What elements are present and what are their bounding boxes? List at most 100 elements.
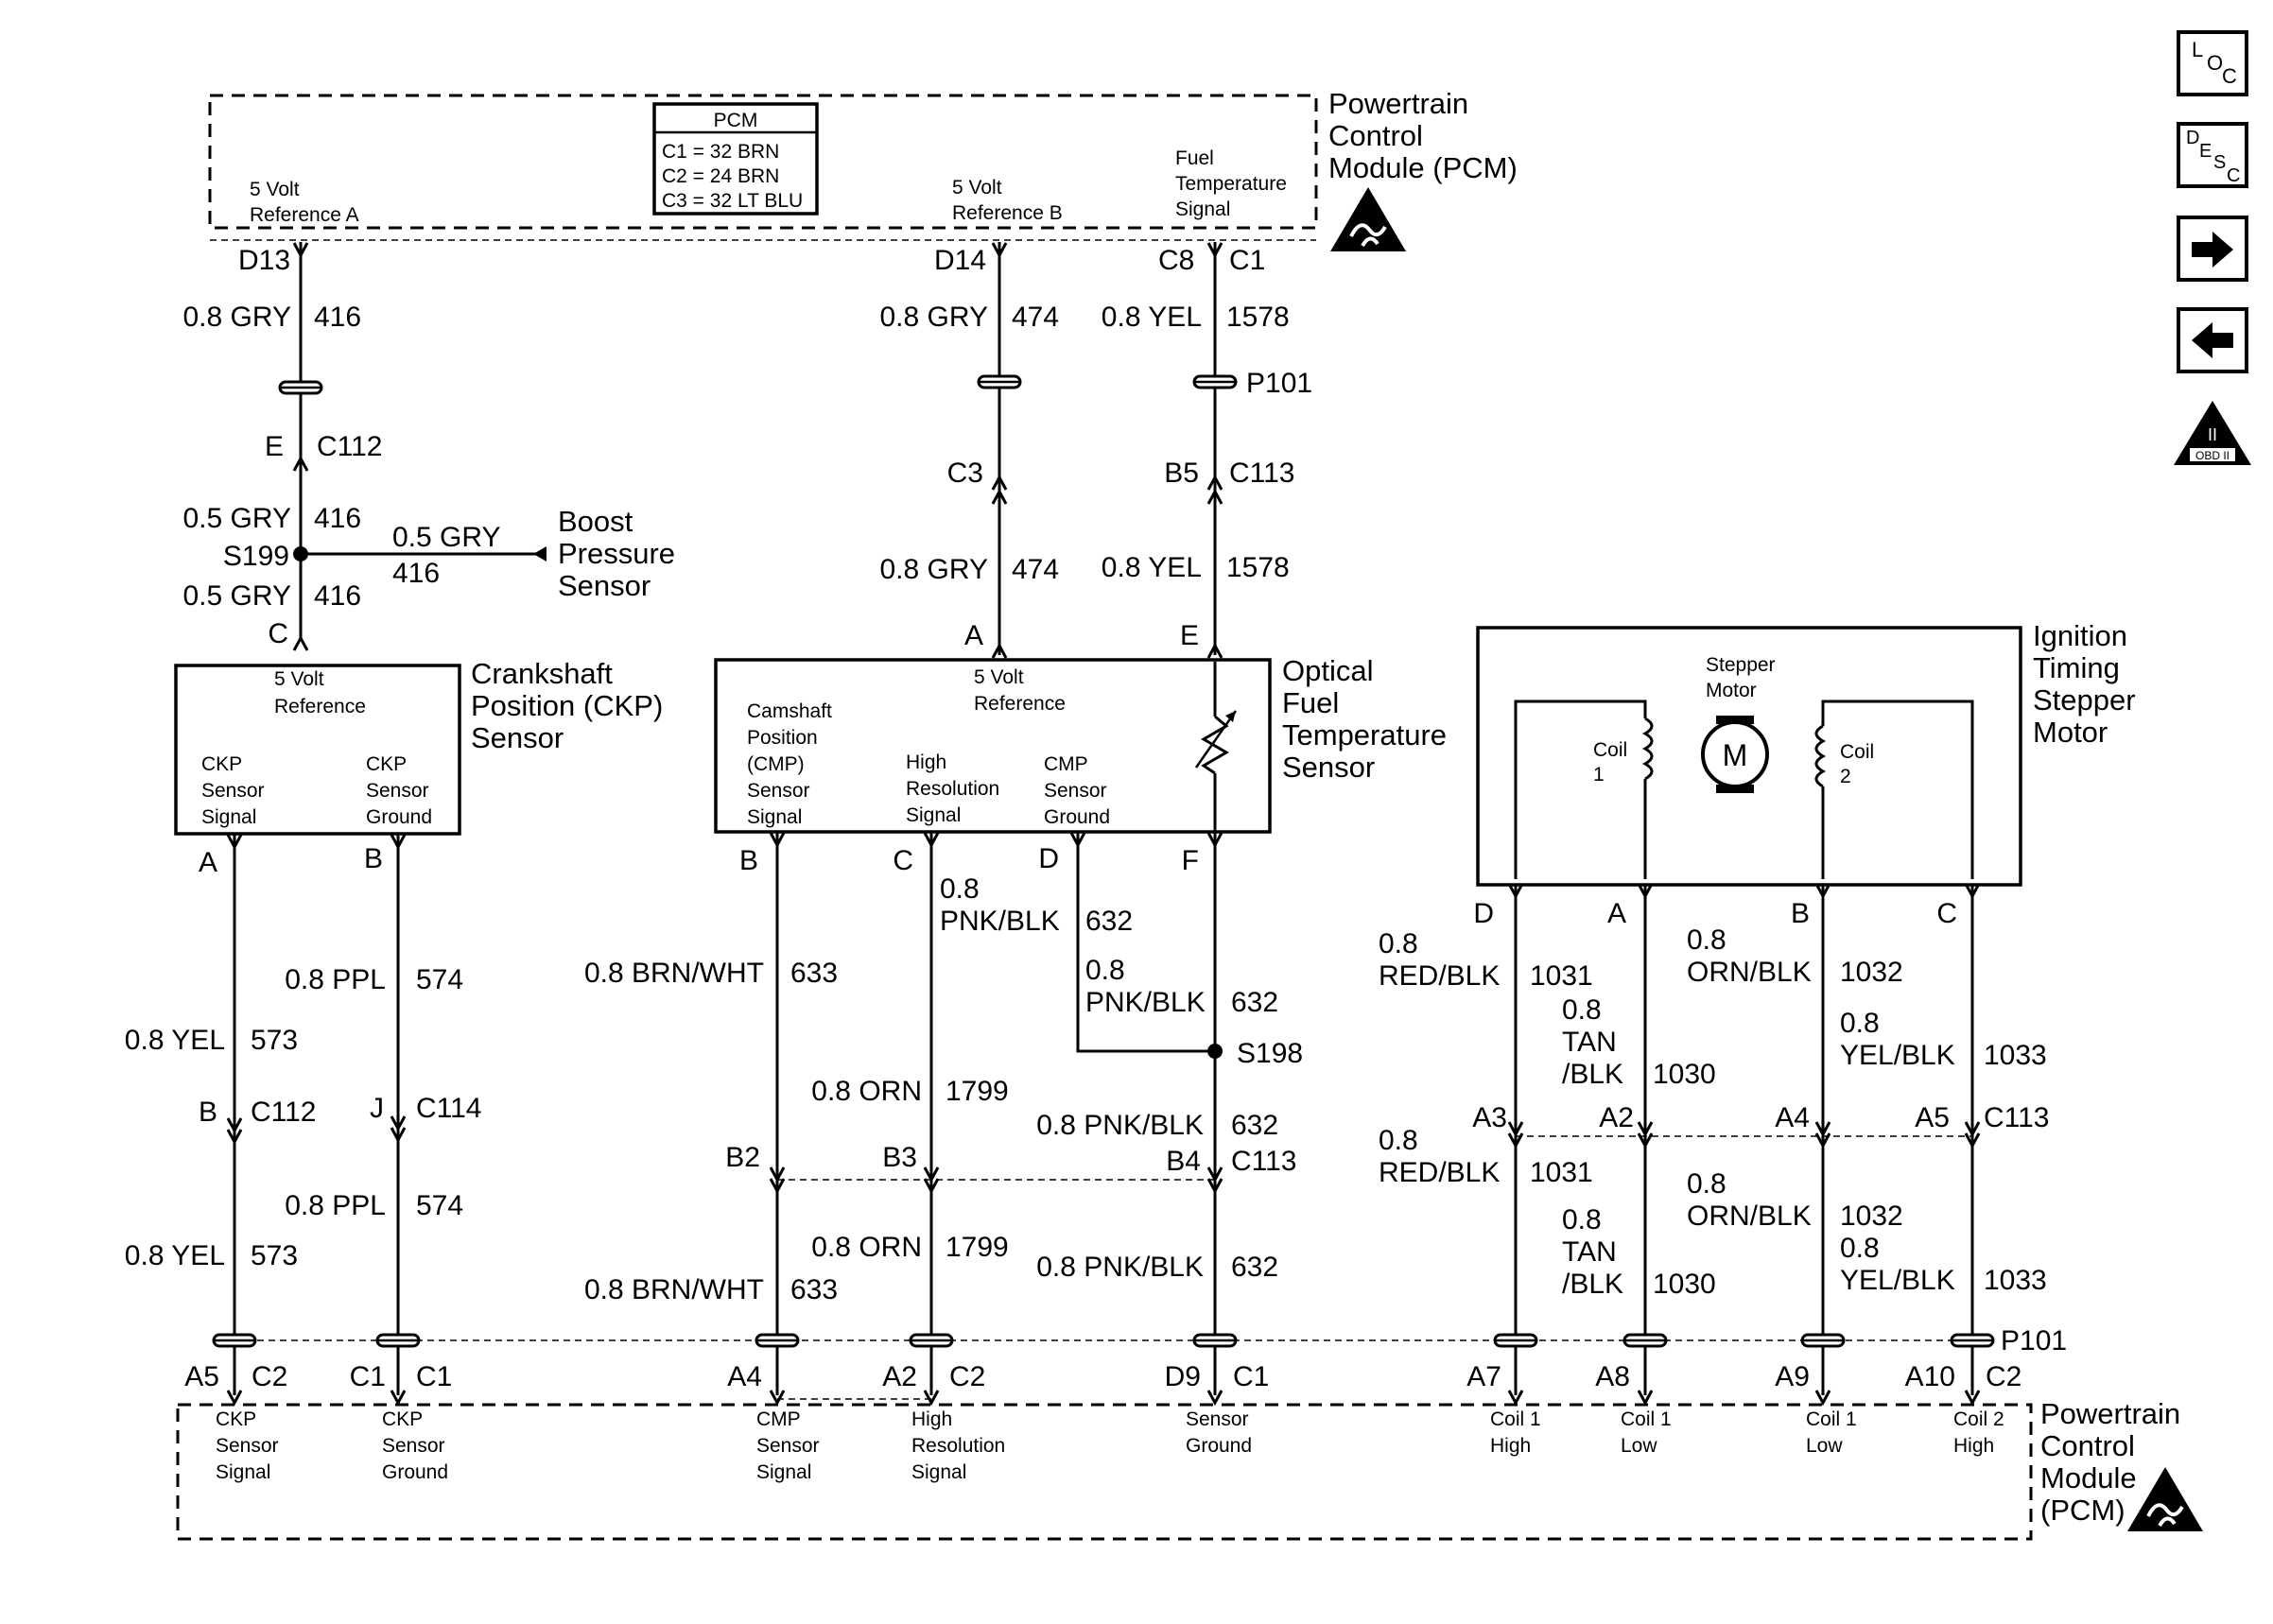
connector-id: P101	[1246, 368, 1312, 399]
circuit-number: 1031	[1530, 1157, 1593, 1188]
sensor-title: Motor	[2033, 716, 2108, 749]
pin-id: D	[1038, 843, 1059, 874]
pin-label: High	[911, 1408, 952, 1430]
connector-id: C113	[1231, 1146, 1297, 1177]
circuit-number: 474	[1012, 554, 1059, 585]
prev-button[interactable]	[2177, 307, 2248, 373]
wire-color: YEL/BLK	[1840, 1040, 1955, 1071]
pcm-pin-ckp-signal: A5 C2 CKP Sensor Signal	[184, 1361, 287, 1483]
pin-id: D14	[934, 245, 986, 276]
pcm-pin-coil2-high: A10 C2 Coil 2 High	[1905, 1361, 2022, 1457]
pin-label: CKP	[382, 1408, 423, 1430]
sensor-title: Position (CKP)	[471, 689, 663, 722]
circuit-number: 1578	[1226, 552, 1290, 583]
pin-label: Ground	[1044, 806, 1110, 828]
loc-letter: C	[2222, 64, 2237, 88]
pin-label: High	[1953, 1435, 1994, 1457]
pin-id: J	[370, 1093, 384, 1124]
pin-id: A9	[1775, 1361, 1810, 1392]
pin-id: E	[1180, 620, 1199, 651]
loc-button[interactable]: L O C	[2177, 30, 2248, 96]
desc-button[interactable]: D E S C	[2177, 122, 2248, 188]
coil-label: 1	[1593, 764, 1605, 786]
ckp-ground-wire-labels: 0.8 PPL 574 J C114 0.8 PPL 574	[285, 964, 481, 1221]
pin-label: 5 Volt	[274, 668, 324, 690]
pin-id: A5	[184, 1361, 219, 1392]
sensor-title: Sensor	[471, 721, 564, 754]
wire-color: 0.8 GRY	[879, 554, 988, 585]
wire-color: RED/BLK	[1379, 960, 1500, 992]
pcm-top-title-3: Module (PCM)	[1328, 151, 1518, 184]
pin-id: B5	[1164, 458, 1199, 489]
wire-color: 0.8	[1562, 994, 1602, 1026]
wire-color: 0.8 GRY	[182, 302, 291, 333]
pin-id: D	[1473, 898, 1494, 929]
wire-color: TAN	[1562, 1236, 1617, 1268]
pin-id: B3	[882, 1142, 917, 1173]
wire-color: /BLK	[1562, 1269, 1623, 1300]
wire-color: 0.8 YEL	[125, 1240, 225, 1271]
obd-ii-button[interactable]: II OBD II	[2174, 401, 2251, 465]
pcm-top-title-2: Control	[1328, 119, 1423, 152]
pcm-pin-coil1-low-b: A9 Coil 1 Low	[1775, 1361, 1856, 1457]
pin-label: Ground	[382, 1461, 448, 1483]
wire-color: 0.8	[1840, 1233, 1880, 1264]
coil1-low-a-wire-labels: 0.8 TAN /BLK 1030 A2 0.8 TAN /BLK 1030	[1562, 994, 1716, 1300]
pin-label: Coil 1	[1806, 1408, 1857, 1430]
wire-color: 0.5 GRY	[182, 503, 291, 534]
circuit-number: 416	[314, 302, 361, 333]
circuit-number: 633	[790, 1274, 838, 1305]
wire-color: 0.5 GRY	[182, 580, 291, 612]
pin-id: B	[1791, 898, 1810, 929]
circuit-number: 632	[1085, 906, 1133, 937]
esd-warning-icon	[2126, 1465, 2205, 1533]
pin-id: A2	[882, 1361, 917, 1392]
pin-id: A	[1607, 898, 1626, 929]
circuit-number: 416	[392, 558, 440, 589]
pin-label: Sensor	[1186, 1408, 1249, 1430]
wire-color: 0.8 GRY	[879, 302, 988, 333]
pcm-pin-coil1-low-a: A8 Coil 1 Low	[1595, 1361, 1671, 1457]
wire-color: 0.8	[940, 873, 980, 905]
pin-label: Ground	[366, 806, 432, 828]
sensor-title: Boost	[558, 505, 633, 538]
pin-label: CMP	[756, 1408, 801, 1430]
sensor-title: Stepper	[2033, 683, 2136, 717]
pin-label: Temperature	[1175, 173, 1287, 195]
circuit-number: 632	[1231, 1252, 1278, 1283]
pin-label: High	[1490, 1435, 1531, 1457]
circuit-number: 573	[251, 1240, 298, 1271]
circuit-number: 1030	[1653, 1269, 1716, 1300]
hires-signal-wire-labels: 0.8 PNK/BLK 632 0.8 ORN 1799 B3 0.8 ORN …	[811, 873, 1133, 1263]
pin-id: B	[199, 1097, 217, 1128]
next-button[interactable]	[2177, 216, 2248, 282]
circuit-number: 1032	[1840, 957, 1903, 988]
connector-id: C112	[251, 1097, 317, 1128]
pin-id: B2	[725, 1142, 760, 1173]
cmp-signal-wire-labels: 0.8 BRN/WHT 633 B2 0.8 BRN/WHT 633	[584, 958, 838, 1305]
pin-id: D9	[1165, 1361, 1201, 1392]
connector-id: C2	[252, 1361, 287, 1392]
pin-label: Sensor	[1044, 780, 1107, 802]
pin-label: (CMP)	[747, 753, 805, 775]
ground-wire-labels: 0.8 PNK/BLK 632 S198 0.8 PNK/BLK 632 B4 …	[1036, 955, 1303, 1283]
optical-fuel-temp-sensor: 5 Volt Reference Camshaft Position (CMP)…	[714, 654, 1447, 876]
connector-id: P101	[2001, 1325, 2067, 1356]
circuit-number: 474	[1012, 302, 1059, 333]
pin-label: Signal	[1175, 199, 1230, 220]
wire-color: /BLK	[1562, 1059, 1623, 1090]
wire-color: 0.8	[1840, 1008, 1880, 1039]
coil-label: Coil	[1593, 739, 1627, 761]
wire-color: 0.8 YEL	[1102, 552, 1202, 583]
circuit-number: 1799	[946, 1076, 1009, 1107]
pin-label: Signal	[756, 1461, 811, 1483]
wire-color: 0.8 PPL	[285, 1190, 386, 1221]
right-arrow-icon	[2192, 232, 2233, 268]
pin-label: Coil 1	[1621, 1408, 1672, 1430]
circuit-number: 1032	[1840, 1201, 1903, 1232]
pin-label: Sensor	[216, 1435, 279, 1457]
coil2-high-wire-labels: 0.8 YEL/BLK 1033 A5 C113 0.8 YEL/BLK 103…	[1840, 1008, 2050, 1296]
pin-label: Sensor	[382, 1435, 445, 1457]
connector-id: C3	[947, 458, 983, 489]
pin-id: A2	[1599, 1102, 1634, 1133]
